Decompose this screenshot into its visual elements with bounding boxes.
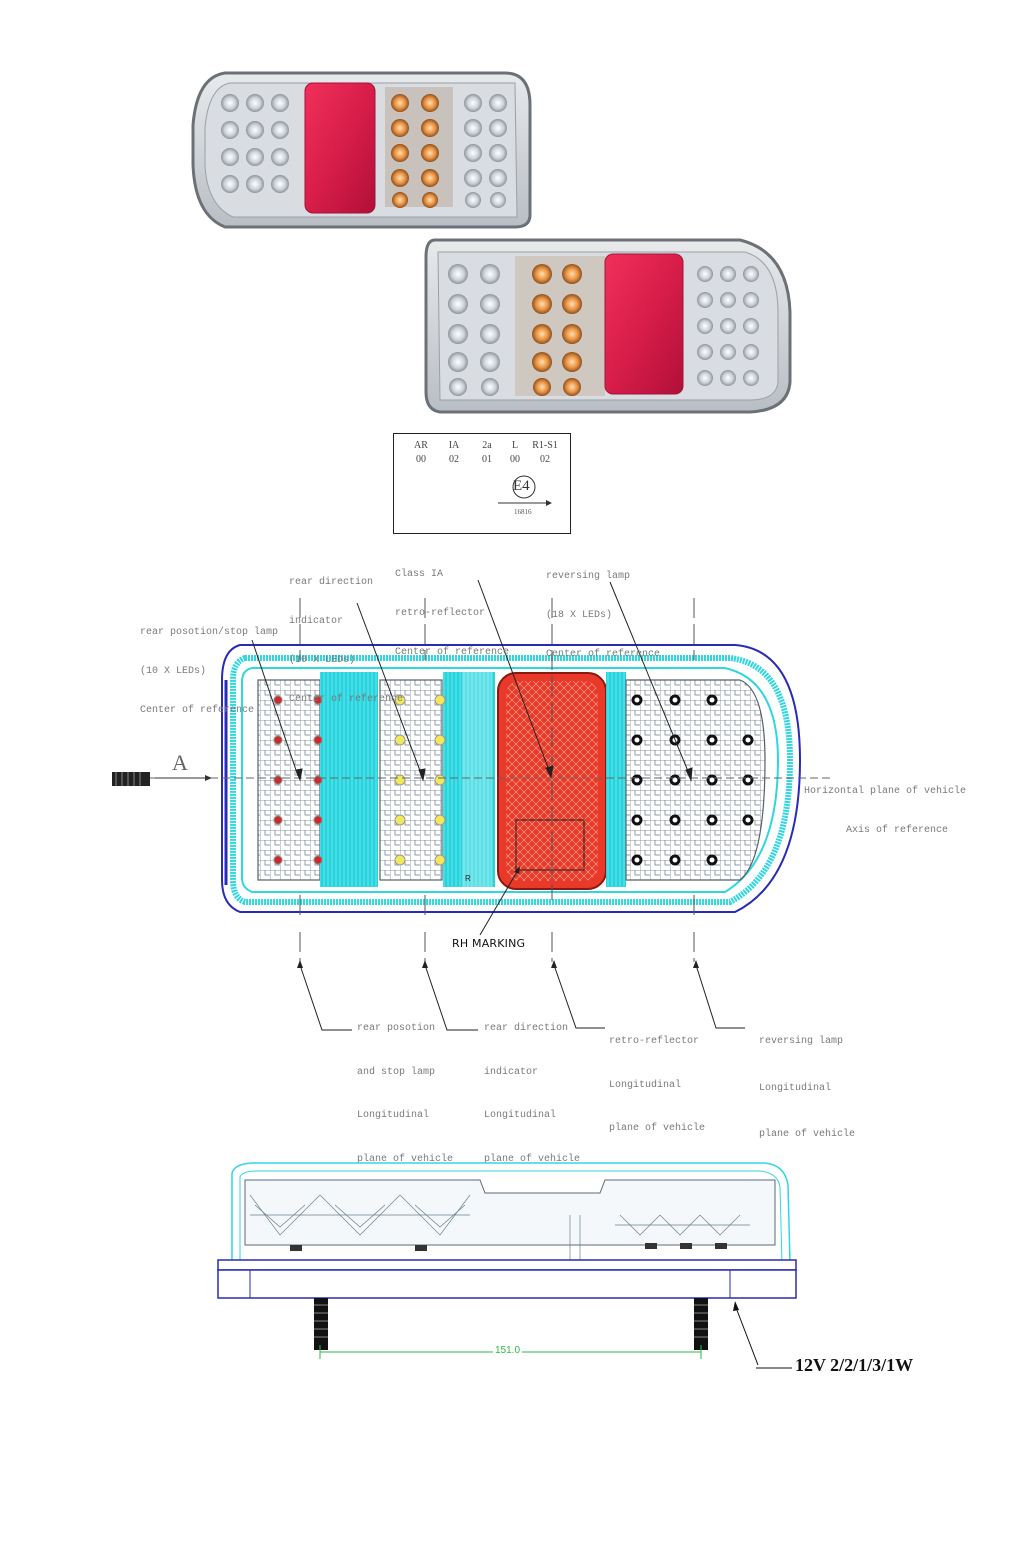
callout-reversing-bottom: reversing lamp Longitudinal plane of veh… bbox=[759, 1003, 855, 1158]
approval-value-2a: 01 bbox=[482, 454, 492, 465]
callout-stop-bottom: rear posotion and stop lamp Longitudinal… bbox=[357, 993, 453, 1182]
callout-reversing-bottom-line1: reversing lamp bbox=[759, 1036, 844, 1047]
callout-reflector-top-line1: Class IA bbox=[395, 569, 444, 580]
callout-reflector-top: Class IA retro-reflector Center of refer… bbox=[395, 542, 509, 672]
approval-value-r1s1: 02 bbox=[540, 454, 550, 465]
dimension-label: 151.0 bbox=[493, 1345, 523, 1356]
callout-stop-top: rear posotion/stop lamp (10 X LEDs) Cent… bbox=[140, 600, 278, 730]
approval-number: 16816 bbox=[514, 508, 532, 516]
callout-stop-top-line2: (10 X LEDs) bbox=[140, 666, 207, 677]
callout-reflector-top-line2: retro-reflector bbox=[395, 608, 486, 619]
callout-indicator-top-line3: (10 X LEDs) bbox=[289, 655, 356, 666]
lamp-photo-left bbox=[191, 71, 532, 229]
approval-header-l: L bbox=[511, 440, 519, 451]
callout-indicator-bottom-line2: indicator bbox=[484, 1066, 539, 1078]
approval-header-ia: IA bbox=[448, 440, 460, 451]
callout-reflector-bottom-line3: plane of vehicle bbox=[609, 1123, 706, 1134]
power-rating-label: 12V 2/2/1/3/1W bbox=[795, 1355, 914, 1375]
callout-indicator-top-line4: Center of reference bbox=[289, 694, 404, 705]
callout-reflector-top-line3: Center of reference bbox=[395, 647, 510, 658]
callout-reversing-bottom-line3: plane of vehicle bbox=[759, 1129, 856, 1140]
callout-reversing-top-line3: Center of reference bbox=[546, 649, 661, 660]
side-view-drawing bbox=[217, 1162, 797, 1365]
callout-reflector-bottom-line2: Longitudinal bbox=[609, 1079, 682, 1091]
callout-reflector-bottom-line1: retro-reflector bbox=[609, 1036, 700, 1047]
callout-indicator-top-line1: rear direction bbox=[289, 577, 374, 588]
lamp-photo-right bbox=[424, 238, 792, 414]
callout-reversing-top-line1: reversing lamp bbox=[546, 571, 631, 582]
approval-header-2a: 2a bbox=[482, 440, 492, 451]
callout-indicator-bottom-line1: rear direction bbox=[484, 1023, 569, 1034]
axis-label: Horizontal plane of vehicle Axis of refe… bbox=[804, 759, 966, 850]
approval-value-l: 00 bbox=[510, 454, 520, 465]
approval-value-ar: 00 bbox=[416, 454, 426, 465]
callout-indicator-top: rear direction indicator (10 X LEDs) Cen… bbox=[289, 550, 403, 719]
small-r-mark: R bbox=[465, 874, 471, 883]
callout-stop-bottom-line4: plane of vehicle bbox=[357, 1153, 454, 1165]
callout-indicator-top-line2: indicator bbox=[289, 616, 344, 627]
callout-reflector-bottom: retro-reflector Longitudinal plane of ve… bbox=[609, 1006, 705, 1151]
arrow-right-icon bbox=[498, 500, 552, 506]
approval-value-ia: 02 bbox=[449, 454, 459, 465]
callout-stop-bottom-line2: and stop lamp bbox=[357, 1066, 436, 1078]
callout-stop-top-line3: Center of reference bbox=[140, 705, 255, 716]
power-leader-tail bbox=[756, 1367, 792, 1369]
view-letter-a: A bbox=[172, 750, 188, 775]
approval-header-r1s1: R1-S1 bbox=[532, 440, 558, 451]
callout-stop-bottom-line1: rear posotion bbox=[357, 1023, 436, 1034]
approval-header-ar: AR bbox=[414, 440, 428, 451]
callout-stop-top-line1: rear posotion/stop lamp bbox=[140, 627, 279, 638]
e-mark-circle-icon bbox=[512, 475, 536, 499]
callout-reversing-bottom-line2: Longitudinal bbox=[759, 1082, 832, 1094]
callout-reversing-top: reversing lamp (18 X LEDs) Center of ref… bbox=[546, 544, 660, 674]
axis-label-line1: Horizontal plane of vehicle bbox=[804, 786, 967, 797]
callout-indicator-bottom: rear direction indicator Longitudinal pl… bbox=[484, 993, 580, 1182]
approval-marking-box: AR IA 2a L R1-S1 00 02 01 00 02 E4 16816 bbox=[393, 433, 571, 534]
callout-stop-bottom-line3: Longitudinal bbox=[357, 1110, 430, 1121]
callout-reversing-top-line2: (18 X LEDs) bbox=[546, 610, 613, 621]
callout-indicator-bottom-line4: plane of vehicle bbox=[484, 1153, 581, 1165]
callout-indicator-bottom-line3: Longitudinal bbox=[484, 1110, 557, 1121]
e-mark-text: E4 bbox=[513, 478, 530, 494]
axis-label-line2: Axis of reference bbox=[846, 825, 949, 836]
rh-marking-label: RH MARKING bbox=[452, 937, 526, 950]
